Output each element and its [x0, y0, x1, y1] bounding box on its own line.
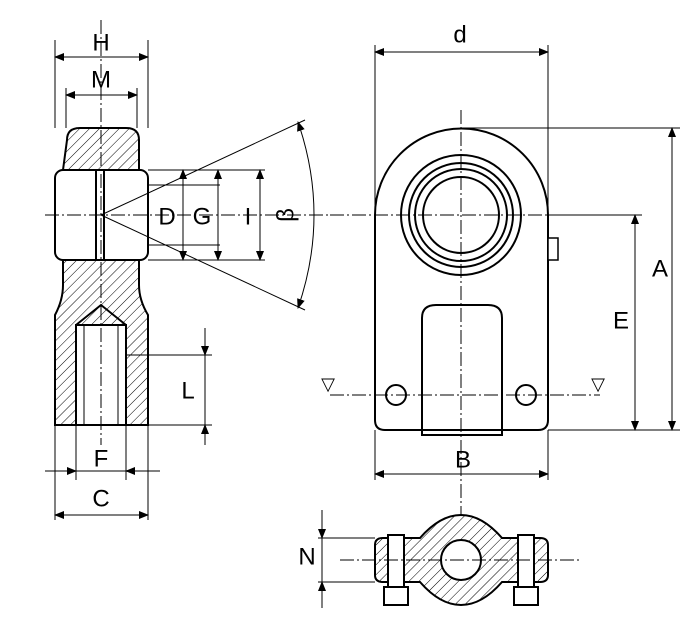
weld-symbol-left-icon: ▽: [321, 374, 335, 395]
dim-label-D: D: [158, 203, 175, 230]
dim-label-L: L: [181, 377, 194, 404]
dim-label-C: C: [92, 485, 109, 512]
dim-label-I: I: [245, 203, 252, 230]
dim-label-M: M: [91, 66, 111, 93]
dim-label-beta: β: [272, 208, 299, 222]
dim-label-d: d: [453, 21, 466, 48]
side-view: H M D G I β L F C: [45, 20, 330, 520]
bottom-view: N: [298, 510, 580, 608]
dim-label-F: F: [94, 445, 109, 472]
grease-nipple: [547, 237, 559, 261]
dim-label-N: N: [298, 543, 315, 570]
housing-top-section: [61, 127, 140, 171]
dim-label-G: G: [193, 203, 212, 230]
dim-label-B: B: [455, 446, 471, 473]
front-view: ▽ ▽ d A E B: [321, 21, 680, 525]
weld-symbol-right-icon: ▽: [591, 374, 605, 395]
dim-label-A: A: [652, 255, 668, 282]
dim-label-H: H: [92, 29, 109, 56]
dim-label-E: E: [613, 307, 629, 334]
